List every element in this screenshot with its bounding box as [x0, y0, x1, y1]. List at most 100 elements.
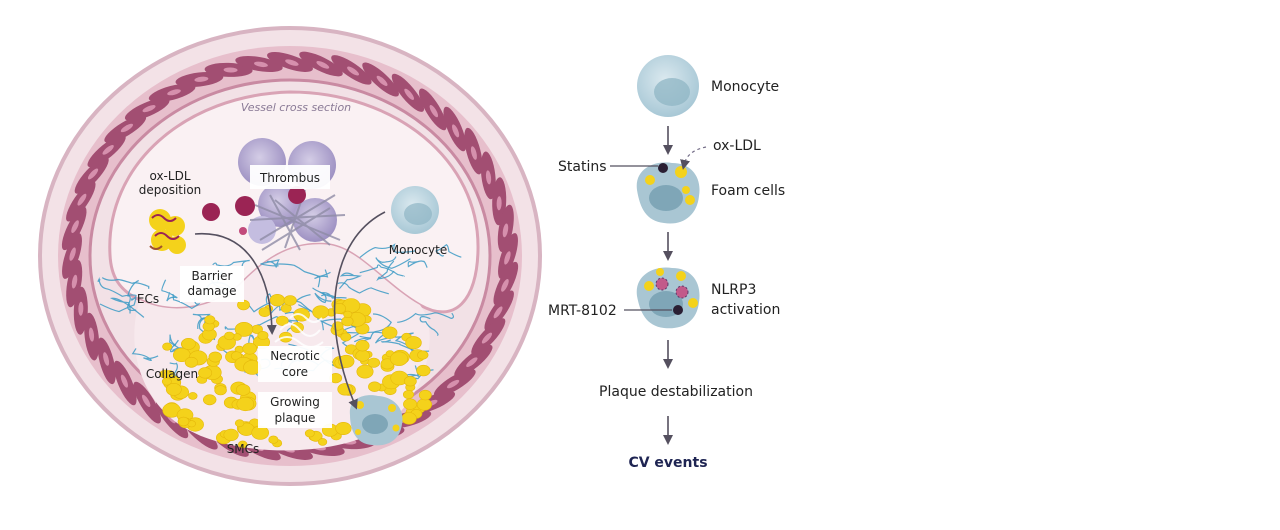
lipid-droplet — [224, 331, 235, 341]
lipid-droplet — [389, 351, 408, 366]
smc-cell — [133, 381, 161, 424]
smc-cell — [419, 88, 447, 131]
collagen-fiber — [275, 263, 321, 288]
lipid-droplet — [332, 302, 346, 314]
pathway-foam-cell — [636, 162, 700, 224]
smc-cell — [443, 106, 467, 152]
red-blood-cell — [288, 186, 306, 204]
collagen-fiber — [101, 277, 150, 289]
lipid-droplet — [382, 326, 398, 339]
lipid-droplet — [165, 382, 182, 396]
lipid-droplet — [181, 337, 196, 350]
lipid-droplet — [236, 384, 251, 396]
collagen-fiber — [380, 339, 416, 352]
vessel-cross-section: Thrombus Barrier damage Necrotic core Gr… — [38, 26, 542, 486]
lipid-droplet — [403, 376, 417, 387]
lipid-droplet — [257, 330, 269, 340]
smc-cell — [464, 127, 483, 175]
collagen-fiber — [407, 260, 428, 268]
lipid-droplet — [418, 389, 432, 401]
smc-cell — [484, 290, 514, 331]
lipid-droplet — [304, 429, 315, 438]
lipid-droplet — [312, 305, 330, 319]
oxldl-deposition-label-line1: ox-LDL — [149, 169, 190, 183]
lipid-droplet — [188, 392, 198, 400]
foam-cells-label: Foam cells — [711, 183, 785, 199]
smc-cell — [61, 206, 87, 251]
smc-cell — [331, 55, 372, 85]
necrotic-core-label-line2: core — [282, 365, 308, 379]
smc-cell — [124, 98, 170, 121]
platelet — [293, 198, 337, 242]
smc-cell — [113, 360, 137, 406]
collagen-fiber — [337, 282, 389, 295]
statins-label: Statins — [558, 159, 607, 175]
lipid-droplet — [368, 381, 382, 392]
collagen-fiber — [338, 272, 363, 289]
pathway-monocyte-label: Monocyte — [711, 79, 779, 95]
collagen-fiber — [359, 264, 405, 277]
oxldl-particles — [149, 209, 186, 254]
smc-cell — [74, 157, 109, 194]
collagen-fiber — [359, 313, 392, 339]
growing-plaque-label-line2: plaque — [275, 411, 316, 425]
collagen-fiber — [359, 243, 416, 259]
lipid-droplet — [356, 364, 374, 379]
smc-cell — [362, 62, 399, 97]
smc-cell — [104, 115, 147, 143]
lipid-droplet — [338, 354, 355, 368]
ecs-label: ECs — [137, 292, 159, 306]
lipid-droplet — [203, 394, 217, 406]
oxldl-dashed-arrow — [680, 146, 707, 170]
collagen-label: Collagen — [146, 367, 198, 381]
lipid-droplet — [283, 295, 297, 306]
smc-cell — [62, 233, 82, 279]
collagen-fiber — [260, 259, 280, 268]
lipid-droplet — [340, 332, 352, 342]
smc-cell — [492, 177, 507, 226]
pathway-nlrp3-cell — [636, 267, 700, 329]
mrt-8102-label: MRT-8102 — [548, 303, 617, 319]
collagen-fiber — [212, 259, 250, 268]
smc-cell — [480, 151, 496, 200]
lipid-droplet — [242, 342, 257, 355]
collagen-fiber — [161, 279, 178, 302]
lipid-droplet — [234, 321, 254, 337]
lipid-droplet — [234, 419, 245, 428]
smc-cell — [497, 204, 514, 253]
smc-cell — [204, 62, 253, 77]
smc-cell — [84, 312, 100, 361]
collagen-fiber — [419, 316, 439, 336]
smc-cell — [498, 233, 518, 279]
lipid-droplet — [355, 349, 371, 362]
lipid-droplet — [161, 377, 172, 386]
pathway-oxldl-label: ox-LDL — [713, 138, 761, 154]
smcs-label: SMCs — [227, 442, 260, 456]
collagen-fiber — [109, 297, 145, 318]
lipid-droplet — [416, 398, 433, 411]
red-blood-cell — [239, 227, 247, 235]
pathway-flow: Monocyte Statins ox-LDL Foam cells — [548, 55, 785, 471]
collagen-fiber — [312, 287, 332, 304]
lipid-droplet — [258, 307, 271, 317]
smc-cell — [471, 318, 506, 355]
smc-cell — [267, 52, 313, 72]
lipid-droplet — [208, 351, 223, 363]
lipid-droplet — [367, 357, 380, 368]
oxldl-to-plaque-arrow — [194, 233, 277, 335]
necrotic-core-label-box: Necrotic core — [258, 346, 332, 382]
collagen-fiber — [172, 293, 201, 310]
thrombus-label: Thrombus — [259, 171, 320, 185]
plaque-foam-cell — [349, 395, 403, 446]
oxldl-deposition-label-line2: deposition — [139, 183, 202, 197]
lipid-droplet — [184, 356, 198, 368]
platelet — [248, 216, 276, 244]
growing-plaque-label-line1: Growing — [270, 395, 320, 409]
nlrp3-label-line1: NLRP3 — [711, 282, 756, 298]
collagen-fiber — [99, 295, 137, 313]
lipid-droplet — [198, 367, 213, 379]
collagen-fiber — [314, 269, 331, 280]
lipid-droplet — [417, 350, 429, 360]
lipid-droplet — [177, 416, 190, 427]
collagen-fiber — [97, 276, 137, 297]
